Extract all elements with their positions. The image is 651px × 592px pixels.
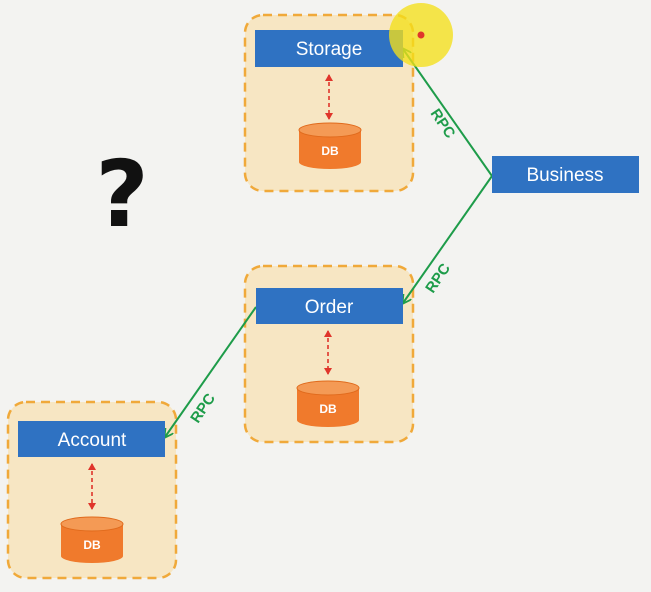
account-db-icon	[60, 516, 124, 563]
account-db-label: DB	[83, 538, 101, 552]
storage-service-box[interactable]	[255, 30, 403, 67]
storage-db-icon	[298, 122, 362, 169]
order-db-label: DB	[319, 402, 337, 416]
storage-service-label: Storage	[296, 39, 363, 60]
account-service-box[interactable]	[18, 421, 165, 457]
question-mark: ?	[95, 141, 148, 248]
order-db-icon	[296, 380, 360, 427]
order-service-label: Order	[305, 297, 354, 318]
rpc-label-storage: RPC	[427, 106, 459, 142]
business-service-label: Business	[526, 165, 603, 186]
order-service-box[interactable]	[256, 288, 403, 324]
account-service-label: Account	[58, 430, 127, 451]
storage-db-label: DB	[321, 144, 339, 158]
rpc-line-business-storage	[403, 49, 493, 177]
rpc-line-order-account	[165, 306, 257, 437]
cursor-dot-icon	[417, 31, 425, 39]
business-service-box[interactable]	[492, 156, 639, 193]
rpc-label-order: RPC	[422, 260, 454, 296]
rpc-line-business-order	[403, 175, 493, 303]
rpc-label-account: RPC	[187, 390, 219, 426]
